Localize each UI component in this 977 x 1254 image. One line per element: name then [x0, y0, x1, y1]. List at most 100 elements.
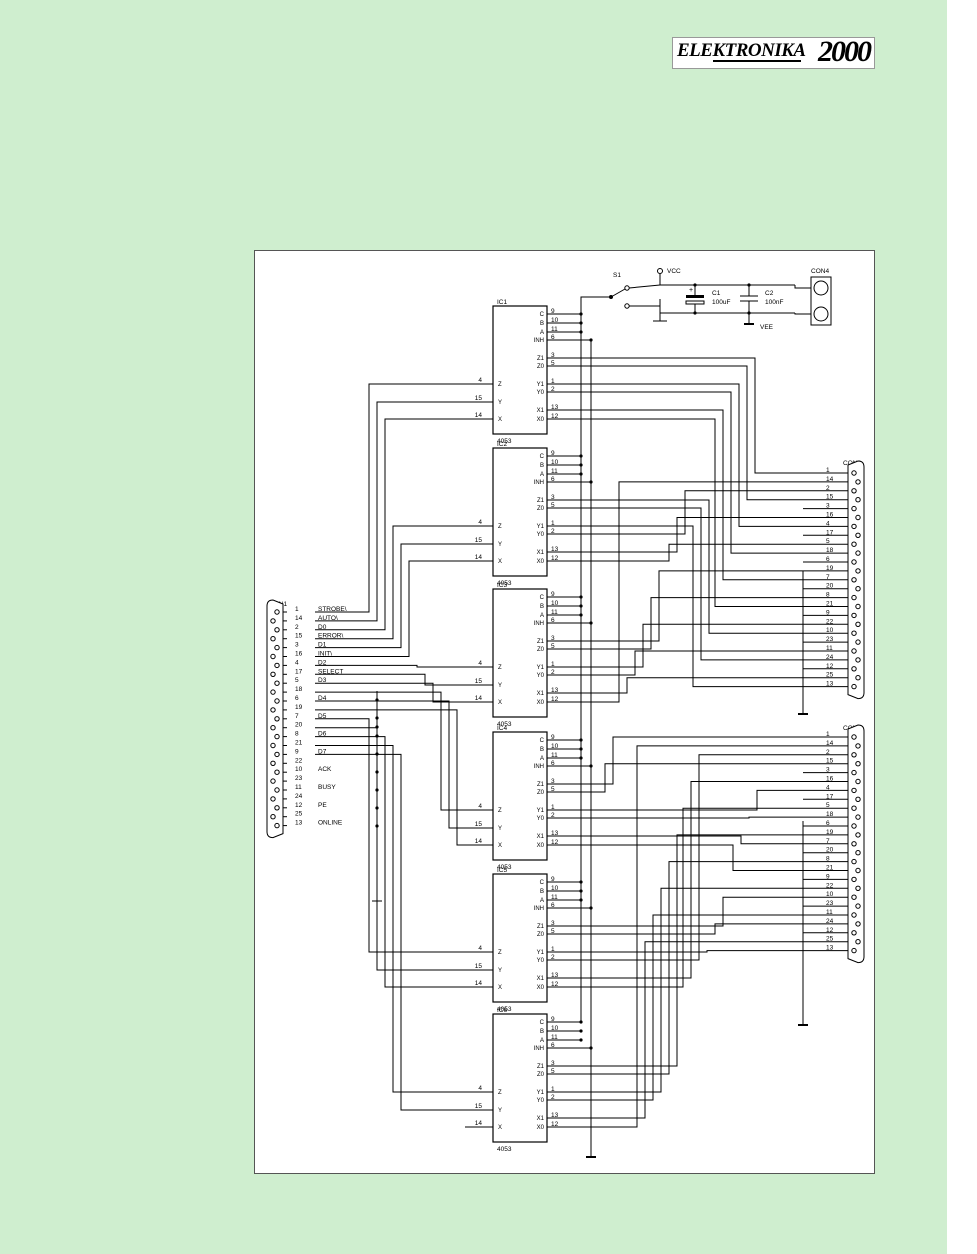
wire [794, 313, 814, 315]
con2-pin-number: 19 [826, 565, 834, 572]
con1-pin-number: 24 [295, 793, 303, 800]
ic-pin-number: 4 [478, 377, 482, 384]
con1-pin [274, 662, 280, 669]
junction-dot [375, 752, 379, 756]
con1-pin-number: 25 [295, 811, 303, 818]
con2-pin-number: 5 [826, 538, 830, 545]
ic-pin-number: 1 [551, 661, 555, 668]
ic-pin-name: Y [498, 826, 502, 832]
input-wire [315, 718, 465, 953]
wire [794, 285, 814, 289]
con3-pin-number: 7 [826, 838, 830, 845]
ic-pin-number: 15 [475, 963, 483, 970]
con1-pin [274, 769, 280, 775]
con1-signal-name: D3 [318, 677, 327, 684]
ic-pin-name: X [498, 843, 502, 849]
con2-pin-number: 20 [826, 583, 834, 590]
con2-pin [851, 630, 857, 636]
signal-wire [561, 517, 803, 553]
con3-pin [855, 939, 861, 945]
con1-pin [274, 805, 280, 811]
junction-dot [579, 321, 583, 325]
ic-pin-name: C [540, 454, 545, 460]
junction-dot [375, 770, 379, 774]
con1-signal-name: D1 [318, 642, 327, 649]
con2-pin-number: 11 [826, 645, 833, 652]
con2-pin [855, 603, 861, 610]
con1-pin [274, 627, 280, 633]
ic-pin-number: 11 [551, 1034, 558, 1041]
ic-2-ref: IC2 [497, 441, 508, 448]
switch-contact [624, 303, 630, 309]
ic-pin-number: 4 [478, 945, 482, 952]
con1-pin [274, 644, 280, 651]
signal-wire [561, 570, 803, 642]
ic-pin-name: Y [498, 1108, 502, 1114]
ic-pin-name: Z0 [537, 364, 545, 370]
ic-pin-number: 10 [551, 459, 559, 466]
ic-pin-number: 6 [551, 334, 555, 341]
ic-pin-number: 5 [551, 786, 555, 793]
ic-pin-name: B [540, 321, 544, 327]
junction-dot [579, 756, 583, 760]
input-wire [315, 664, 465, 668]
signal-wire [561, 650, 803, 676]
con2-pin [851, 505, 857, 512]
con1-pin [274, 787, 280, 793]
con1-signal-name: INIT\ [318, 651, 332, 658]
ic-pin-number: 12 [551, 1121, 559, 1128]
con1-pin-number: 7 [295, 713, 299, 720]
ic-pin-number: 3 [551, 352, 555, 359]
ic-pin-name: X [498, 985, 502, 991]
junction-dot [579, 1029, 583, 1033]
junction-dot [589, 764, 593, 768]
ic-pin-name: X1 [537, 408, 545, 414]
signal-wire [561, 816, 803, 819]
junction-dot [579, 463, 583, 467]
con3-pin-number: 15 [826, 758, 834, 765]
ic-pin-name: Y [498, 542, 502, 548]
con1-pin [270, 618, 276, 624]
con2-pin [851, 666, 857, 672]
ic-pin-number: 10 [551, 600, 559, 607]
con1-pin-number: 10 [295, 766, 303, 773]
ic-pin-name: X0 [537, 559, 545, 565]
ic-pin-name: Y1 [537, 1090, 545, 1096]
ic-pin-name: Y1 [537, 665, 545, 671]
wire [628, 284, 661, 289]
con1-pin-number: 2 [295, 624, 299, 631]
ic-pin-name: INH [534, 764, 544, 770]
con3-pin [855, 796, 861, 802]
ic-pin-name: A [540, 330, 544, 336]
con1-pin [274, 822, 280, 829]
ic-pin-name: Y0 [537, 532, 545, 538]
input-wire [315, 418, 465, 631]
ic-pin-number: 13 [551, 830, 559, 837]
ic-pin-number: 2 [551, 1094, 555, 1101]
ic-pin-number: 9 [551, 876, 555, 883]
signal-wire [561, 736, 803, 785]
con3-pin-number: 25 [826, 936, 834, 943]
signal-wire [561, 499, 803, 634]
input-wire [315, 691, 465, 811]
ic-pin-number: 3 [551, 778, 555, 785]
ic-pin-name: Z [498, 1090, 502, 1096]
ic-pin-name: INH [534, 621, 544, 627]
c1-value: 100uF [712, 299, 730, 306]
junction-dot [747, 283, 751, 287]
con1-signal-name: D0 [318, 624, 327, 631]
junction-dot [579, 312, 583, 316]
con3-pin-number: 13 [826, 945, 834, 952]
ic-pin-name: Z1 [537, 782, 545, 788]
con3-pin-number: 23 [826, 900, 834, 907]
con2-pin [855, 621, 861, 627]
con3-pin [855, 850, 861, 856]
con2-pin [855, 550, 861, 556]
con3-pin-number: 9 [826, 873, 830, 880]
ic-pin-number: 4 [478, 519, 482, 526]
con2-pin-number: 12 [826, 663, 834, 670]
con3-pin [851, 858, 857, 865]
con3-pin-number: 6 [826, 820, 830, 827]
